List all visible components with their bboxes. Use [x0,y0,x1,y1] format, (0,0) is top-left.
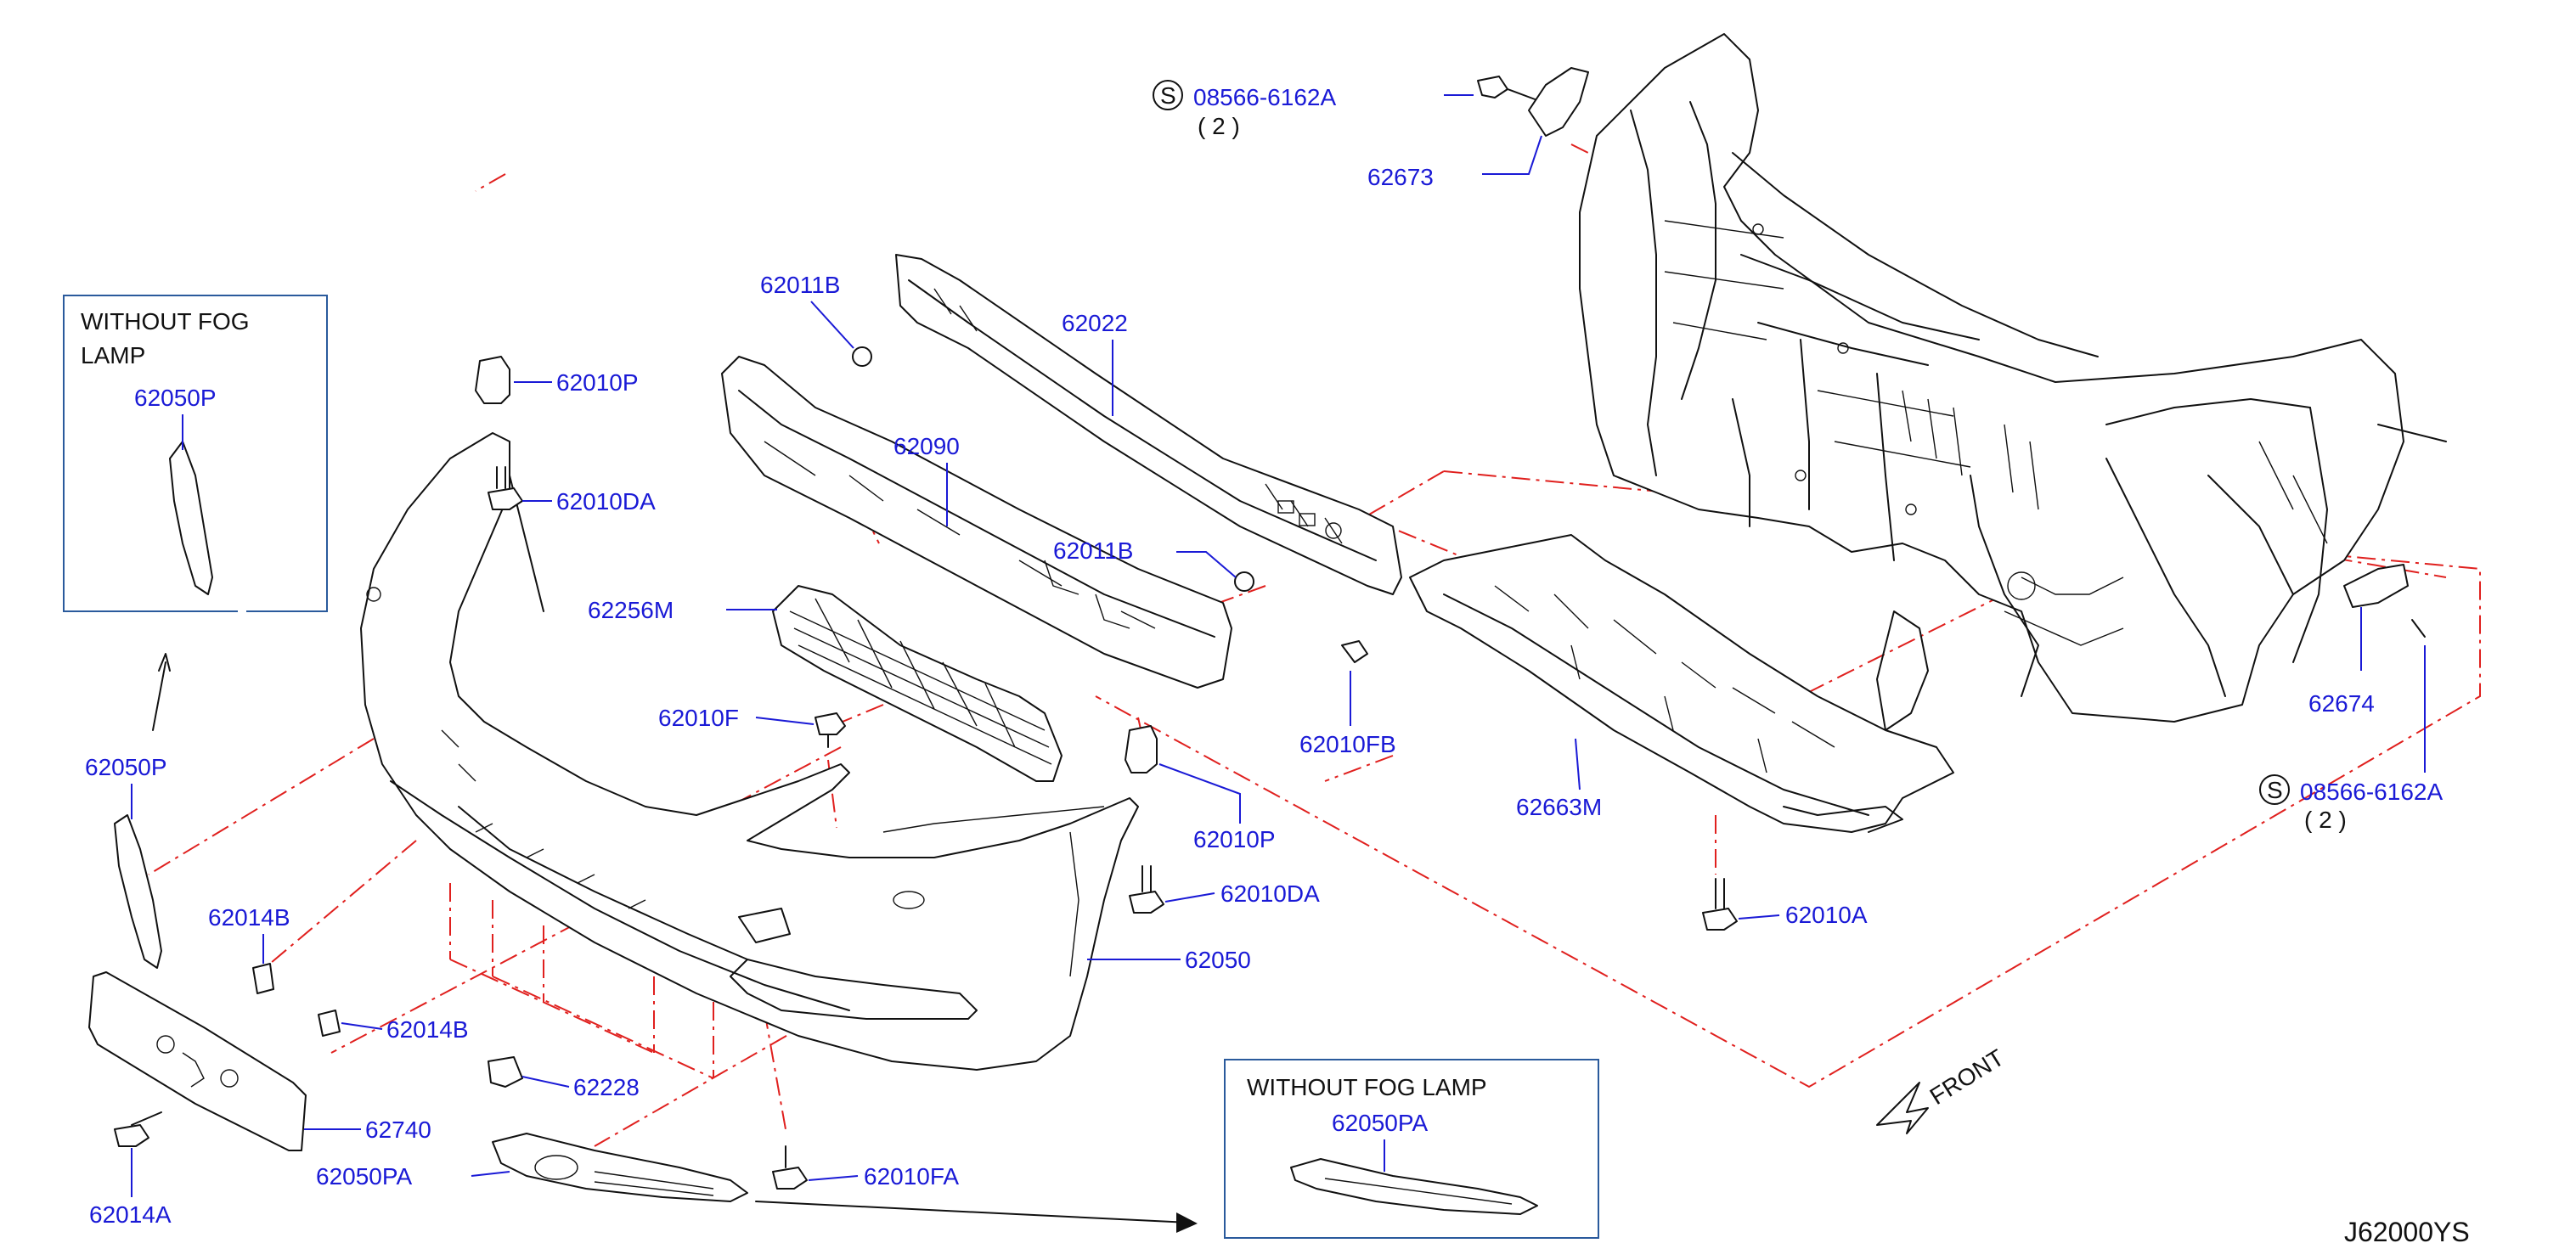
reinforcement-beam-62022 [895,254,1402,595]
label-62014B-b: 62014B [386,1016,469,1043]
front-body-structure [1579,33,2447,731]
label-62010A: 62010A [1785,902,1868,928]
label-62011B-top: 62011B [760,272,840,298]
inset-without-fog-lamp-bottom: WITHOUT FOG LAMP 62050PA [1224,1059,1599,1239]
inset-without-fog-lamp-left: WITHOUT FOG LAMP 62050P [63,295,328,612]
label-62014A: 62014A [89,1201,172,1228]
inset-bottom-title: WITHOUT FOG LAMP [1247,1074,1487,1100]
inset-left-title-line1: WITHOUT FOG [81,308,250,335]
diagram-code: J62000YS [2344,1217,2470,1247]
direction-arrows [152,653,1929,1233]
screw-part-top: 08566-6162A [1193,84,1336,110]
label-62010DA-right: 62010DA [1220,880,1320,907]
front-arrow-icon [1876,1082,1929,1134]
screw-qty-top: ( 2 ) [1198,113,1240,139]
label-62010DA-top: 62010DA [556,488,656,515]
screw-part-right: 08566-6162A [2300,779,2443,805]
front-bumper-fascia-62050 [360,432,1139,1071]
part-labels: 62673 62011B 62022 62090 62011B 62010P 6… [85,135,2375,1228]
front-label: FRONT [1925,1044,2009,1110]
label-62010P-right: 62010P [1193,826,1276,852]
label-62010P-top: 62010P [556,369,639,396]
label-62256M: 62256M [588,597,674,623]
screw-qty-right: ( 2 ) [2304,807,2347,833]
label-62663M: 62663M [1516,794,1602,820]
screw-symbol-right: S [2267,777,2283,803]
label-62010FA: 62010FA [864,1163,959,1190]
energy-absorber-62090 [721,356,1232,689]
label-62050P-side: 62050P [85,754,167,780]
s-symbol-icon [2259,774,2290,805]
label-62010F: 62010F [658,705,739,731]
label-62674: 62674 [2308,690,2375,717]
label-62673: 62673 [1367,164,1434,190]
brackets [88,67,2409,1215]
fasteners [114,76,2426,1190]
lower-grille-62256M [772,585,1063,782]
inset-left-part: 62050P [134,385,217,411]
screw-symbol-top: S [1160,82,1176,109]
label-62740: 62740 [365,1117,431,1143]
screw-callout-top: S 08566-6162A ( 2 ) [1153,80,1474,139]
inset-bottom-part: 62050PA [1332,1110,1428,1136]
label-62228: 62228 [573,1074,640,1100]
label-62014B-a: 62014B [208,904,290,931]
label-62050: 62050 [1185,947,1251,973]
inset-left-title-line2: LAMP [81,342,145,368]
label-62050PA: 62050PA [316,1163,412,1190]
s-symbol-icon [1153,80,1183,110]
label-62090: 62090 [893,433,960,459]
undercover-62663M [1409,534,1954,833]
label-62011B-mid: 62011B [1053,537,1133,564]
label-62010FB: 62010FB [1299,731,1396,757]
screw-callout-right: S 08566-6162A ( 2 ) [2259,645,2443,833]
label-62022: 62022 [1062,310,1128,336]
